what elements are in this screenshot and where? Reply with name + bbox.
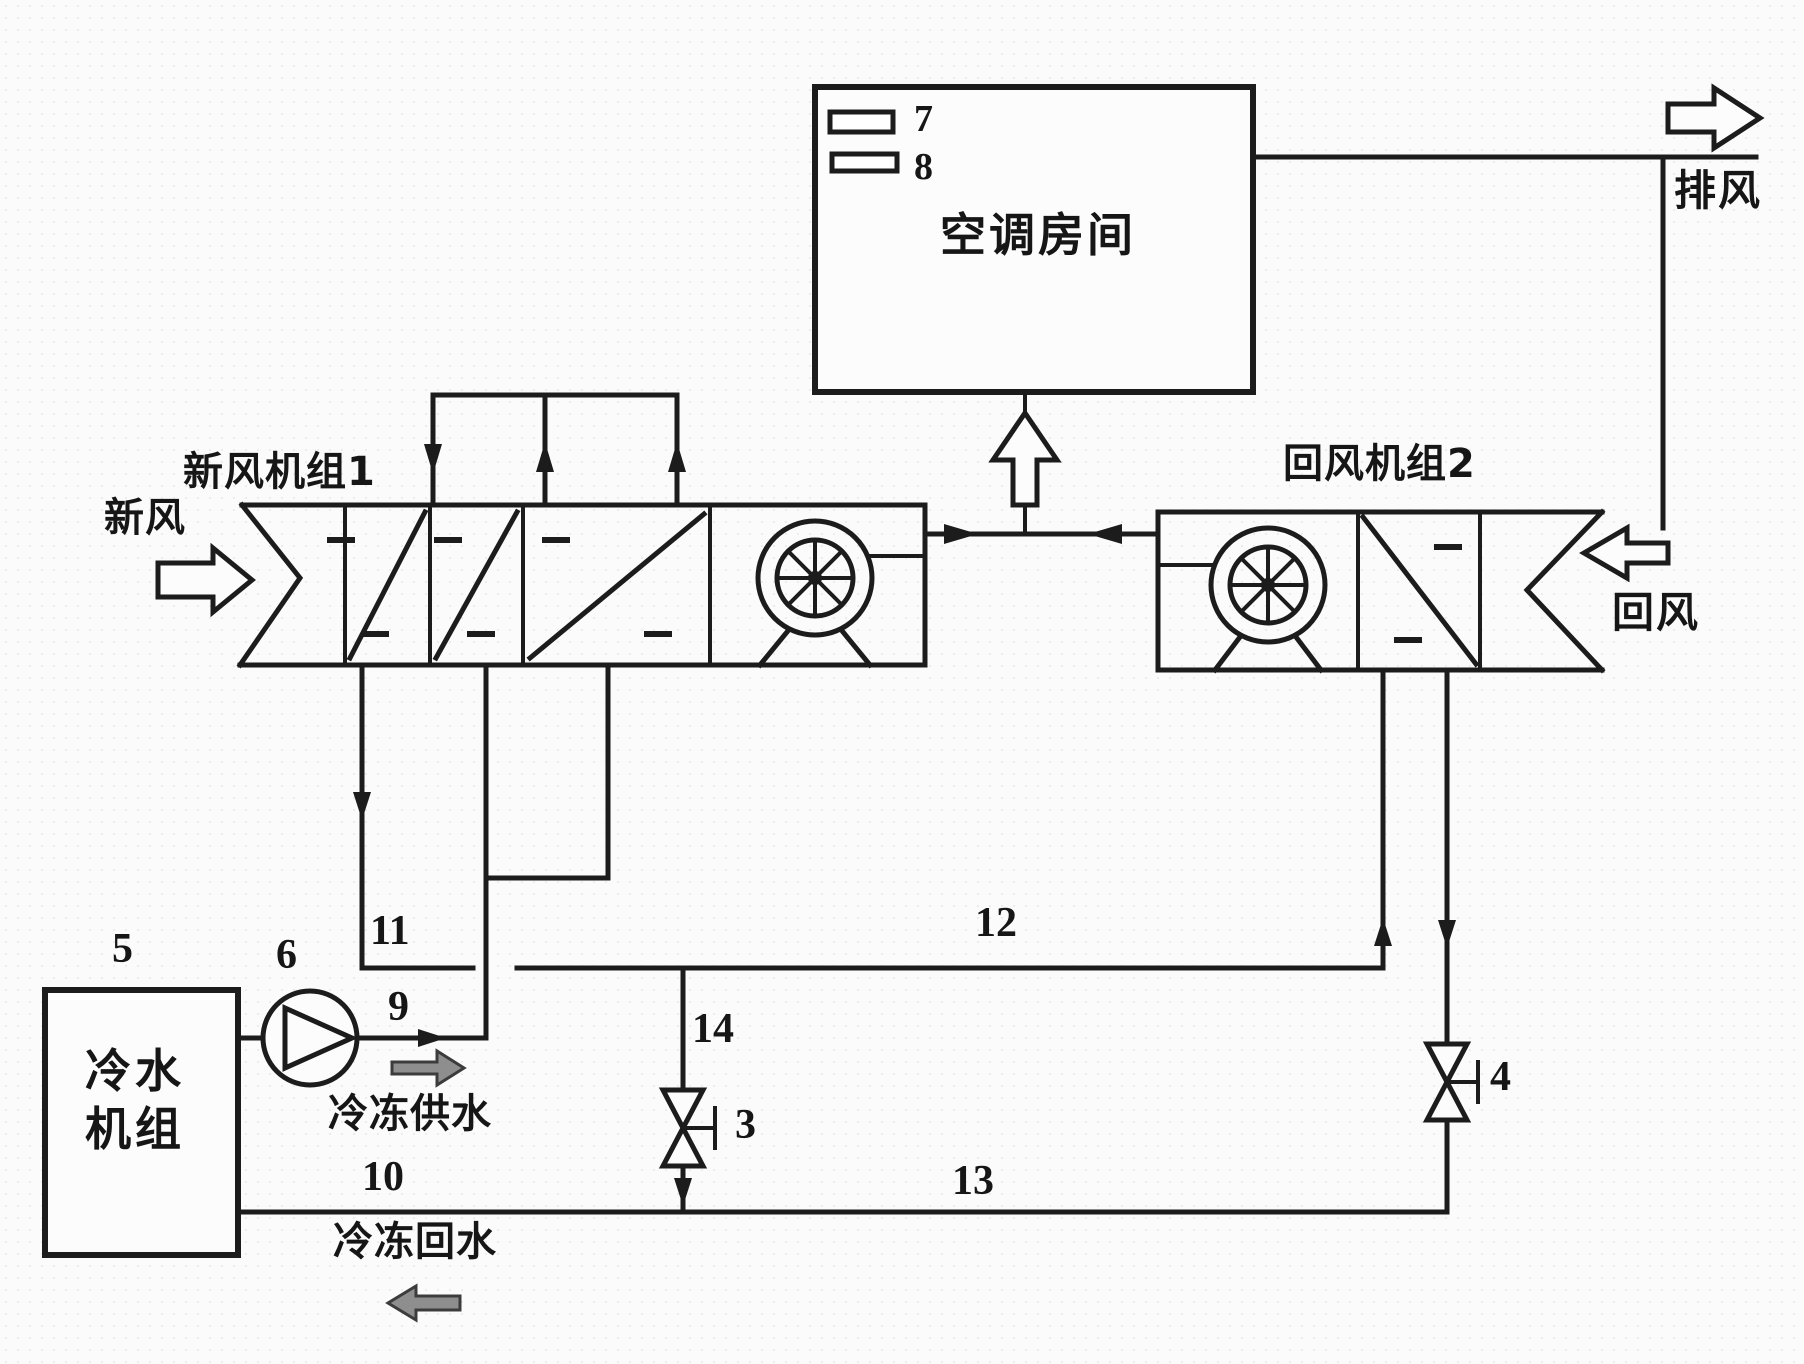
return-air-unit-label: 回风机组2 <box>1283 441 1476 487</box>
exhaust-air-label: 排风 <box>1674 166 1763 215</box>
pipe-coil3-branch <box>483 662 611 881</box>
fresh-air-arrow-icon <box>155 542 256 618</box>
room-supply-arrow-icon <box>988 408 1062 508</box>
indicator-7-label: 7 <box>914 98 933 140</box>
fresh-air-unit-label: 新风机组1 <box>183 449 376 495</box>
bypass-up-arrow2-icon <box>668 442 686 472</box>
return-air-inlet-chevron <box>1523 508 1606 674</box>
pipe-11-label: 11 <box>370 908 410 954</box>
chilled-supply-water-label: 冷冻供水 <box>328 1091 492 1137</box>
supply-arrow-left-icon <box>1088 524 1122 544</box>
unit1-cell-dividers <box>343 503 712 667</box>
unit1-bypass-duct <box>424 392 686 508</box>
pipe-12-recovery-line <box>514 667 1386 971</box>
chiller-number-label: 5 <box>112 926 133 972</box>
pump-number-label: 6 <box>276 932 297 978</box>
pipe-9-label: 9 <box>388 984 409 1030</box>
unit2-coil-minus-marks <box>1394 544 1462 643</box>
bypass-up-arrow-icon <box>536 442 554 472</box>
chiller-outline <box>42 987 241 1258</box>
pipe-12-label: 12 <box>975 900 1017 946</box>
fresh-air-unit-outline <box>236 501 928 669</box>
valve-4-label: 4 <box>1490 1054 1511 1100</box>
return-air-unit-outline <box>1155 508 1606 674</box>
fresh-air-label: 新风 <box>104 495 186 541</box>
fresh-air-inlet-chevron <box>236 501 304 669</box>
unit2-coil-section <box>1359 513 1480 668</box>
pipe-12-up-arrow-icon <box>1374 918 1392 946</box>
room-outline <box>812 84 1256 395</box>
pipe-14-down-arrow-icon <box>674 1178 692 1206</box>
indicator-8-rect <box>829 151 900 174</box>
room-label: 空调房间 <box>940 208 1136 262</box>
chiller-label-line2: 机组 <box>85 1102 185 1156</box>
chilled-return-water-label: 冷冻回水 <box>333 1219 497 1265</box>
water-piping <box>235 662 1456 1215</box>
pump-icon <box>260 988 360 1088</box>
valve-3-icon <box>658 1087 717 1169</box>
pipe-13-label: 13 <box>952 1158 994 1204</box>
unit2-cell-dividers <box>1356 510 1482 672</box>
exhaust-arrow-icon <box>1665 83 1765 153</box>
return-air-arrow-icon <box>1579 523 1671 583</box>
chilled-return-flow-arrow-icon <box>385 1283 462 1323</box>
return-air-label: 回风 <box>1612 588 1701 637</box>
pipe-valve4-down-arrow-icon <box>1438 920 1456 948</box>
coil-minus-marks <box>327 537 672 637</box>
indicator-7-rect <box>827 109 896 135</box>
chilled-supply-flow-arrow-icon <box>390 1048 467 1088</box>
chiller-label-line1: 冷水 <box>85 1044 185 1098</box>
pipe-14-label: 14 <box>692 1006 734 1052</box>
indicator-8-label: 8 <box>914 146 933 188</box>
bypass-down-arrow-icon <box>424 444 442 474</box>
pipe-11-coil1-return <box>359 662 476 971</box>
valve-3-label: 3 <box>735 1102 756 1148</box>
return-air-fan-icon <box>1156 525 1328 674</box>
supply-arrow-right-icon <box>944 524 978 544</box>
unit1-coil-sections <box>327 508 708 662</box>
fresh-air-fan-icon <box>755 518 927 669</box>
valve-4-icon <box>1422 1041 1480 1123</box>
pipe-10-label: 10 <box>362 1154 404 1200</box>
pipe-9-arrow-icon <box>418 1029 446 1047</box>
pipe-11-down-arrow-icon <box>353 792 371 820</box>
